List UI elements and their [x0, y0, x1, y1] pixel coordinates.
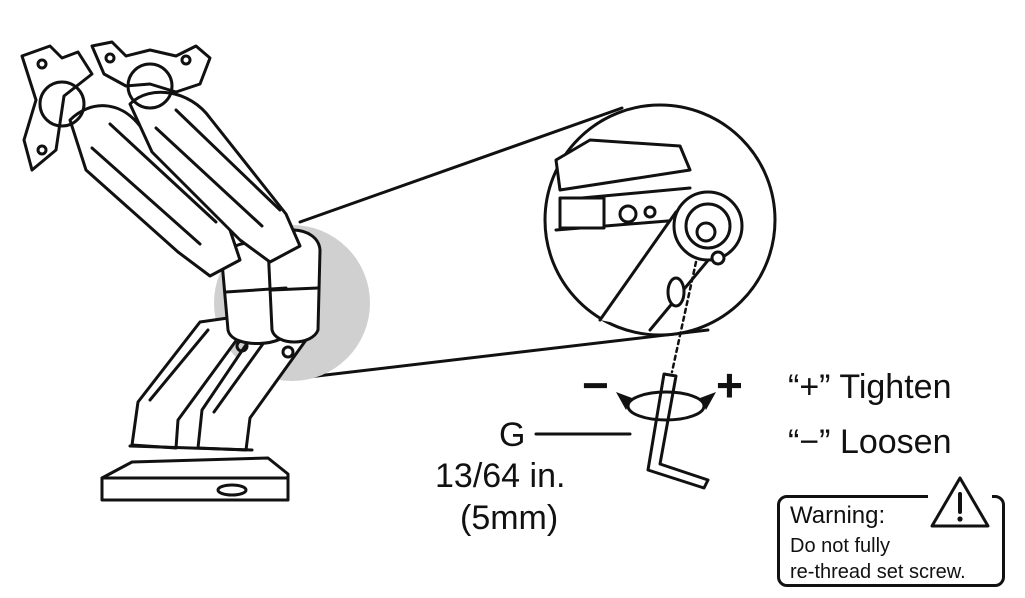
warning-box: Warning: Do not fully re-thread set scre… — [777, 474, 1005, 587]
warning-line-2: re-thread set screw. — [790, 561, 966, 583]
rotation-arrow-icon — [616, 390, 716, 422]
upper-arm-right — [128, 90, 302, 264]
callout-lines — [298, 106, 710, 380]
legend-loosen: “−” Loosen — [788, 423, 952, 461]
desk-base — [100, 456, 290, 502]
hex-key-size-mm: (5mm) — [460, 499, 559, 537]
plus-sign: + — [716, 359, 743, 411]
magnified-detail — [543, 103, 777, 337]
hex-key-letter: G — [499, 416, 526, 454]
vesa-plate-right — [90, 40, 212, 110]
hex-key-size-in: 13/64 in. — [435, 457, 566, 495]
warning-line-1: Do not fully — [790, 535, 891, 557]
hex-key-tool — [646, 260, 710, 490]
vesa-plate-left — [20, 44, 94, 172]
warning-triangle-icon — [928, 474, 992, 530]
legend-tighten: “+” Tighten — [788, 368, 952, 406]
warning-title: Warning: — [790, 502, 886, 529]
minus-sign: − — [582, 359, 609, 411]
